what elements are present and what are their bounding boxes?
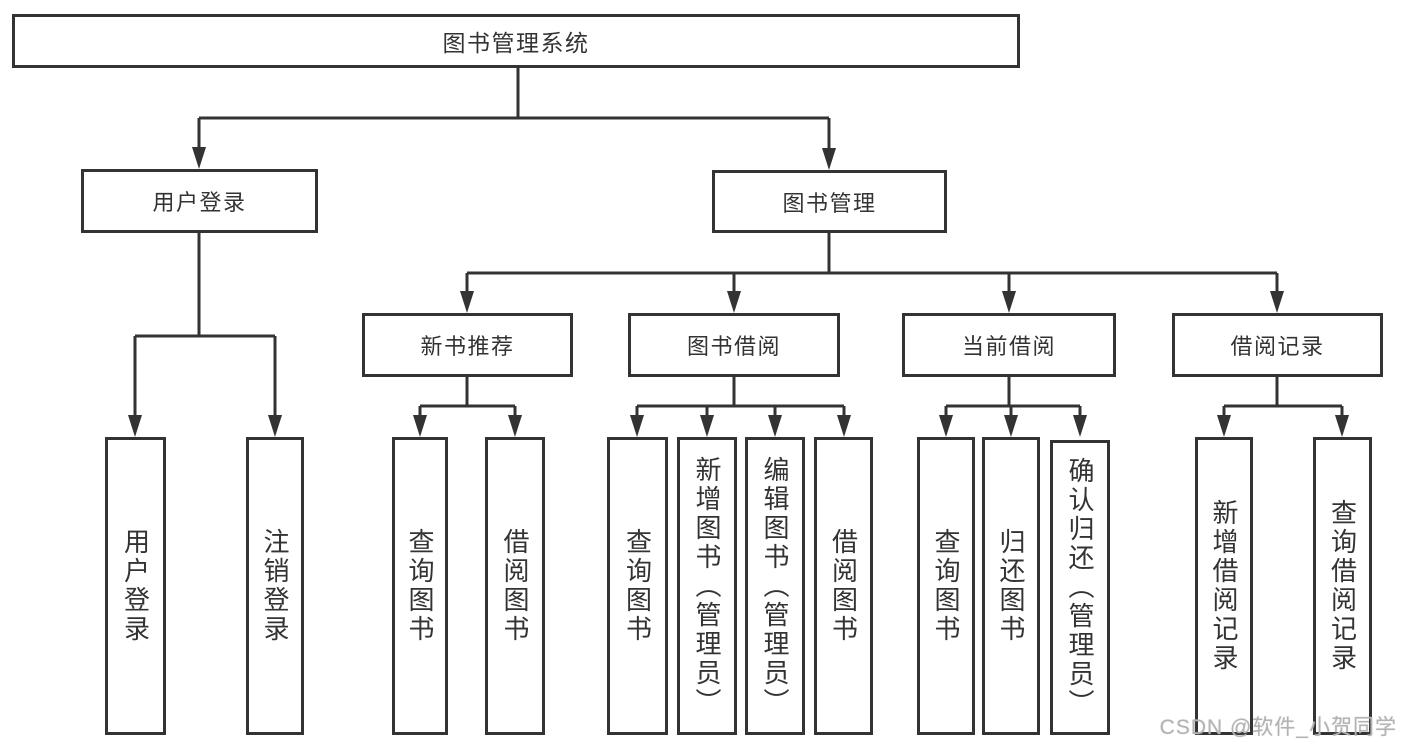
leaf-label: 归还图书 bbox=[996, 528, 1026, 644]
connector-paths bbox=[133, 68, 1344, 421]
leaf-label: 注销登录 bbox=[260, 528, 290, 644]
leaf-label: 借阅图书 bbox=[500, 528, 530, 644]
leaf-borrow-books-borrow: 借阅图书 bbox=[814, 437, 873, 735]
node-label: 新书推荐 bbox=[420, 334, 515, 359]
leaf-confirm-return-admin: 确认归还（管理员） bbox=[1050, 440, 1110, 735]
leaf-return-books: 归还图书 bbox=[982, 437, 1040, 735]
leaf-label: 新增借阅记录 bbox=[1209, 499, 1239, 673]
node-new-book-recommendation: 新书推荐 bbox=[362, 313, 573, 377]
node-label: 图书借阅 bbox=[686, 334, 781, 359]
leaf-query-borrow-record: 查询借阅记录 bbox=[1313, 437, 1372, 735]
leaf-query-books-newbook: 查询图书 bbox=[392, 437, 448, 735]
node-label: 用户登录 bbox=[152, 190, 247, 215]
leaf-label: 用户登录 bbox=[120, 528, 151, 644]
leaf-label: 查询借阅记录 bbox=[1327, 499, 1358, 673]
leaf-label: 新增图书（管理员） bbox=[692, 455, 722, 717]
node-current-borrowing: 当前借阅 bbox=[902, 313, 1116, 377]
arrowheads bbox=[128, 147, 1349, 437]
node-label: 图书管理 bbox=[782, 190, 877, 216]
leaf-borrow-books-newbook: 借阅图书 bbox=[485, 437, 545, 735]
leaf-add-borrow-record: 新增借阅记录 bbox=[1195, 437, 1253, 735]
node-label: 当前借阅 bbox=[961, 334, 1056, 359]
node-book-management: 图书管理 bbox=[712, 170, 947, 233]
node-book-management-system: 图书管理系统 bbox=[12, 14, 1020, 68]
node-user-login: 用户登录 bbox=[81, 169, 318, 233]
node-book-borrowing: 图书借阅 bbox=[628, 313, 840, 377]
leaf-label: 确认归还（管理员） bbox=[1065, 457, 1095, 718]
watermark-text: CSDN @软件_小贺同学 bbox=[1159, 716, 1397, 739]
leaf-edit-book-admin: 编辑图书（管理员） bbox=[745, 437, 805, 735]
leaf-add-book-admin: 新增图书（管理员） bbox=[677, 437, 737, 735]
leaf-label: 查询图书 bbox=[931, 528, 961, 644]
leaf-label: 查询图书 bbox=[622, 528, 653, 644]
leaf-logout: 注销登录 bbox=[246, 437, 304, 735]
leaf-label: 查询图书 bbox=[405, 528, 435, 644]
leaf-label: 编辑图书（管理员） bbox=[760, 455, 790, 717]
leaf-query-books-borrow: 查询图书 bbox=[607, 437, 668, 735]
node-label: 图书管理系统 bbox=[442, 30, 590, 56]
leaf-label: 借阅图书 bbox=[828, 528, 859, 644]
leaf-query-books-current: 查询图书 bbox=[917, 437, 975, 735]
node-borrowing-records: 借阅记录 bbox=[1172, 313, 1383, 377]
node-label: 借阅记录 bbox=[1230, 334, 1325, 359]
leaf-user-login: 用户登录 bbox=[105, 437, 166, 735]
